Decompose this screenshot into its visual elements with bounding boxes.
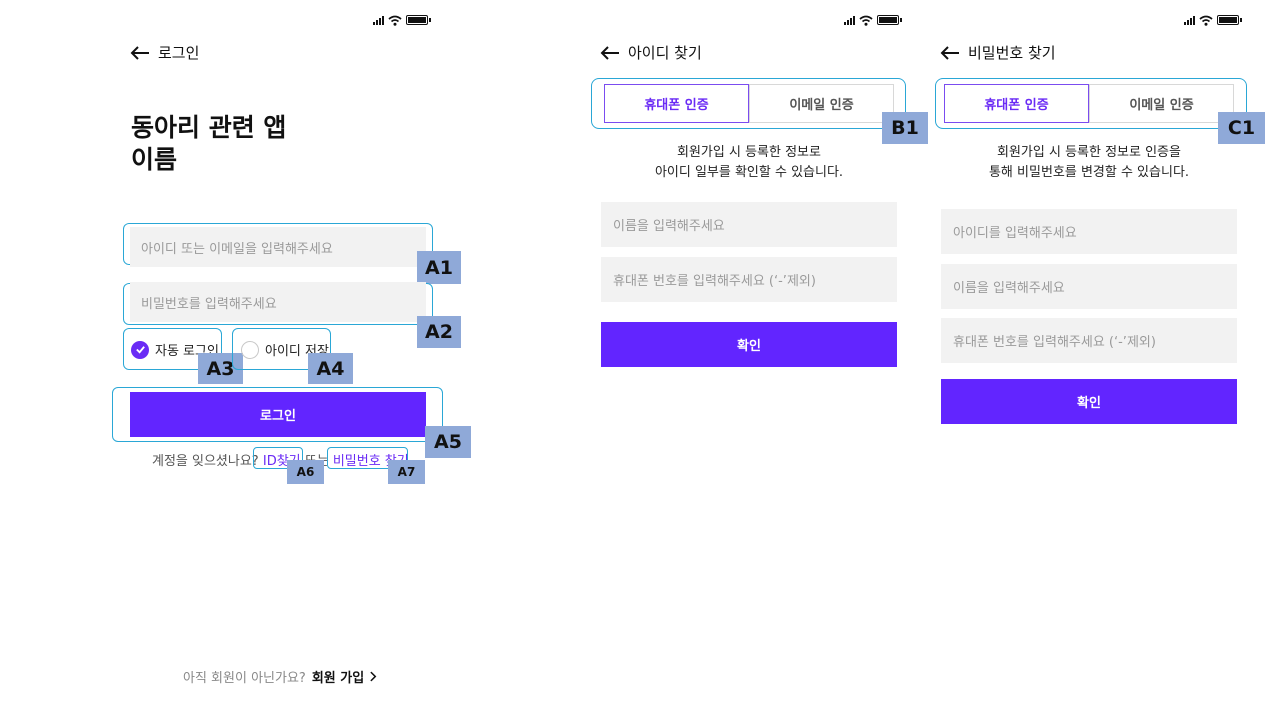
app-title: 동아리 관련 앱 이름 xyxy=(131,112,286,176)
confirm-button[interactable]: 확인 xyxy=(601,322,897,367)
unchecked-circle-icon xyxy=(241,340,259,359)
page-title: 아이디 찾기 xyxy=(628,44,702,62)
wifi-icon xyxy=(388,15,402,26)
status-bar xyxy=(373,14,431,26)
find-password-header: 비밀번호 찾기 xyxy=(940,42,1056,63)
name-input-placeholder: 이름을 입력해주세요 xyxy=(953,281,1065,296)
annotation-outline-c1 xyxy=(935,78,1247,129)
phone-input[interactable]: 휴대폰 번호를 입력해주세요 (‘-’제외) xyxy=(601,257,897,302)
tab-email-auth[interactable]: 이메일 인증 xyxy=(749,84,894,123)
id-input[interactable]: 아이디 또는 이메일을 입력해주세요 xyxy=(130,227,426,267)
annotation-tag: B1 xyxy=(882,112,928,144)
phone-input-placeholder: 휴대폰 번호를 입력해주세요 (‘-’제외) xyxy=(613,274,816,289)
password-input[interactable]: 비밀번호를 입력해주세요 xyxy=(130,282,426,322)
annotation-outline-a7 xyxy=(327,447,408,469)
annotation-tag: A4 xyxy=(308,353,353,384)
annotation-tag: A7 xyxy=(388,460,425,484)
annotation-tag: C1 xyxy=(1218,112,1265,144)
annotation-tag: A6 xyxy=(287,460,324,484)
wifi-icon xyxy=(1199,15,1213,26)
find-id-description: 회원가입 시 등록한 정보로 아이디 일부를 확인할 수 있습니다. xyxy=(601,143,897,183)
description-line: 회원가입 시 등록한 정보로 xyxy=(677,145,821,160)
password-input-placeholder: 비밀번호를 입력해주세요 xyxy=(141,296,277,312)
page-title: 로그인 xyxy=(158,44,200,62)
tab-phone-auth[interactable]: 휴대폰 인증 xyxy=(604,84,749,123)
forgot-text: 계정을 잊으셨나요? xyxy=(152,454,259,469)
annotation-tag: A2 xyxy=(417,316,461,348)
signup-row: 아직 회원이 아닌가요? 회원 가입 xyxy=(183,667,377,686)
check-icon xyxy=(131,340,149,359)
status-bar xyxy=(844,14,902,26)
description-line: 회원가입 시 등록한 정보로 인증을 xyxy=(997,145,1181,160)
annotation-tag: A1 xyxy=(417,251,461,284)
phone-input-placeholder: 휴대폰 번호를 입력해주세요 (‘-’제외) xyxy=(953,335,1156,350)
battery-icon xyxy=(877,15,902,25)
signal-icon xyxy=(1184,15,1195,25)
login-button[interactable]: 로그인 xyxy=(130,392,426,437)
annotation-outline-a4 xyxy=(232,328,331,370)
app-title-line: 이름 xyxy=(131,145,178,174)
signal-icon xyxy=(844,15,855,25)
id-input-placeholder: 아이디 또는 이메일을 입력해주세요 xyxy=(141,241,333,257)
signup-question: 아직 회원이 아닌가요? xyxy=(183,671,306,686)
id-input[interactable]: 아이디를 입력해주세요 xyxy=(941,209,1237,254)
confirm-button[interactable]: 확인 xyxy=(941,379,1237,424)
find-password-description: 회원가입 시 등록한 정보로 인증을 통해 비밀번호를 변경할 수 있습니다. xyxy=(941,143,1237,183)
signal-icon xyxy=(373,15,384,25)
name-input-placeholder: 이름을 입력해주세요 xyxy=(613,219,725,234)
annotation-outline-a6 xyxy=(253,447,303,469)
battery-icon xyxy=(406,15,431,25)
annotation-outline-a3 xyxy=(123,328,222,370)
annotation-outline-a5 xyxy=(112,387,443,442)
chevron-right-icon[interactable] xyxy=(370,671,377,682)
status-bar xyxy=(1184,14,1242,26)
annotation-outline-b1 xyxy=(591,78,906,129)
wifi-icon xyxy=(859,15,873,26)
app-title-line: 동아리 관련 앱 xyxy=(131,113,287,142)
back-arrow-icon[interactable] xyxy=(600,45,620,61)
description-line: 아이디 일부를 확인할 수 있습니다. xyxy=(654,165,844,180)
id-input-placeholder: 아이디를 입력해주세요 xyxy=(953,226,1077,241)
annotation-tag: A3 xyxy=(198,353,243,384)
tab-email-auth[interactable]: 이메일 인증 xyxy=(1089,84,1234,123)
back-arrow-icon[interactable] xyxy=(130,45,150,61)
annotation-tag: A5 xyxy=(425,426,471,458)
tab-phone-auth[interactable]: 휴대폰 인증 xyxy=(944,84,1089,123)
page-title: 비밀번호 찾기 xyxy=(968,44,1056,62)
battery-icon xyxy=(1217,15,1242,25)
name-input[interactable]: 이름을 입력해주세요 xyxy=(941,264,1237,309)
login-header: 로그인 xyxy=(130,42,199,63)
description-line: 통해 비밀번호를 변경할 수 있습니다. xyxy=(988,165,1190,180)
name-input[interactable]: 이름을 입력해주세요 xyxy=(601,202,897,247)
signup-link[interactable]: 회원 가입 xyxy=(311,671,365,686)
phone-input[interactable]: 휴대폰 번호를 입력해주세요 (‘-’제외) xyxy=(941,318,1237,363)
back-arrow-icon[interactable] xyxy=(940,45,960,61)
find-id-header: 아이디 찾기 xyxy=(600,42,702,63)
